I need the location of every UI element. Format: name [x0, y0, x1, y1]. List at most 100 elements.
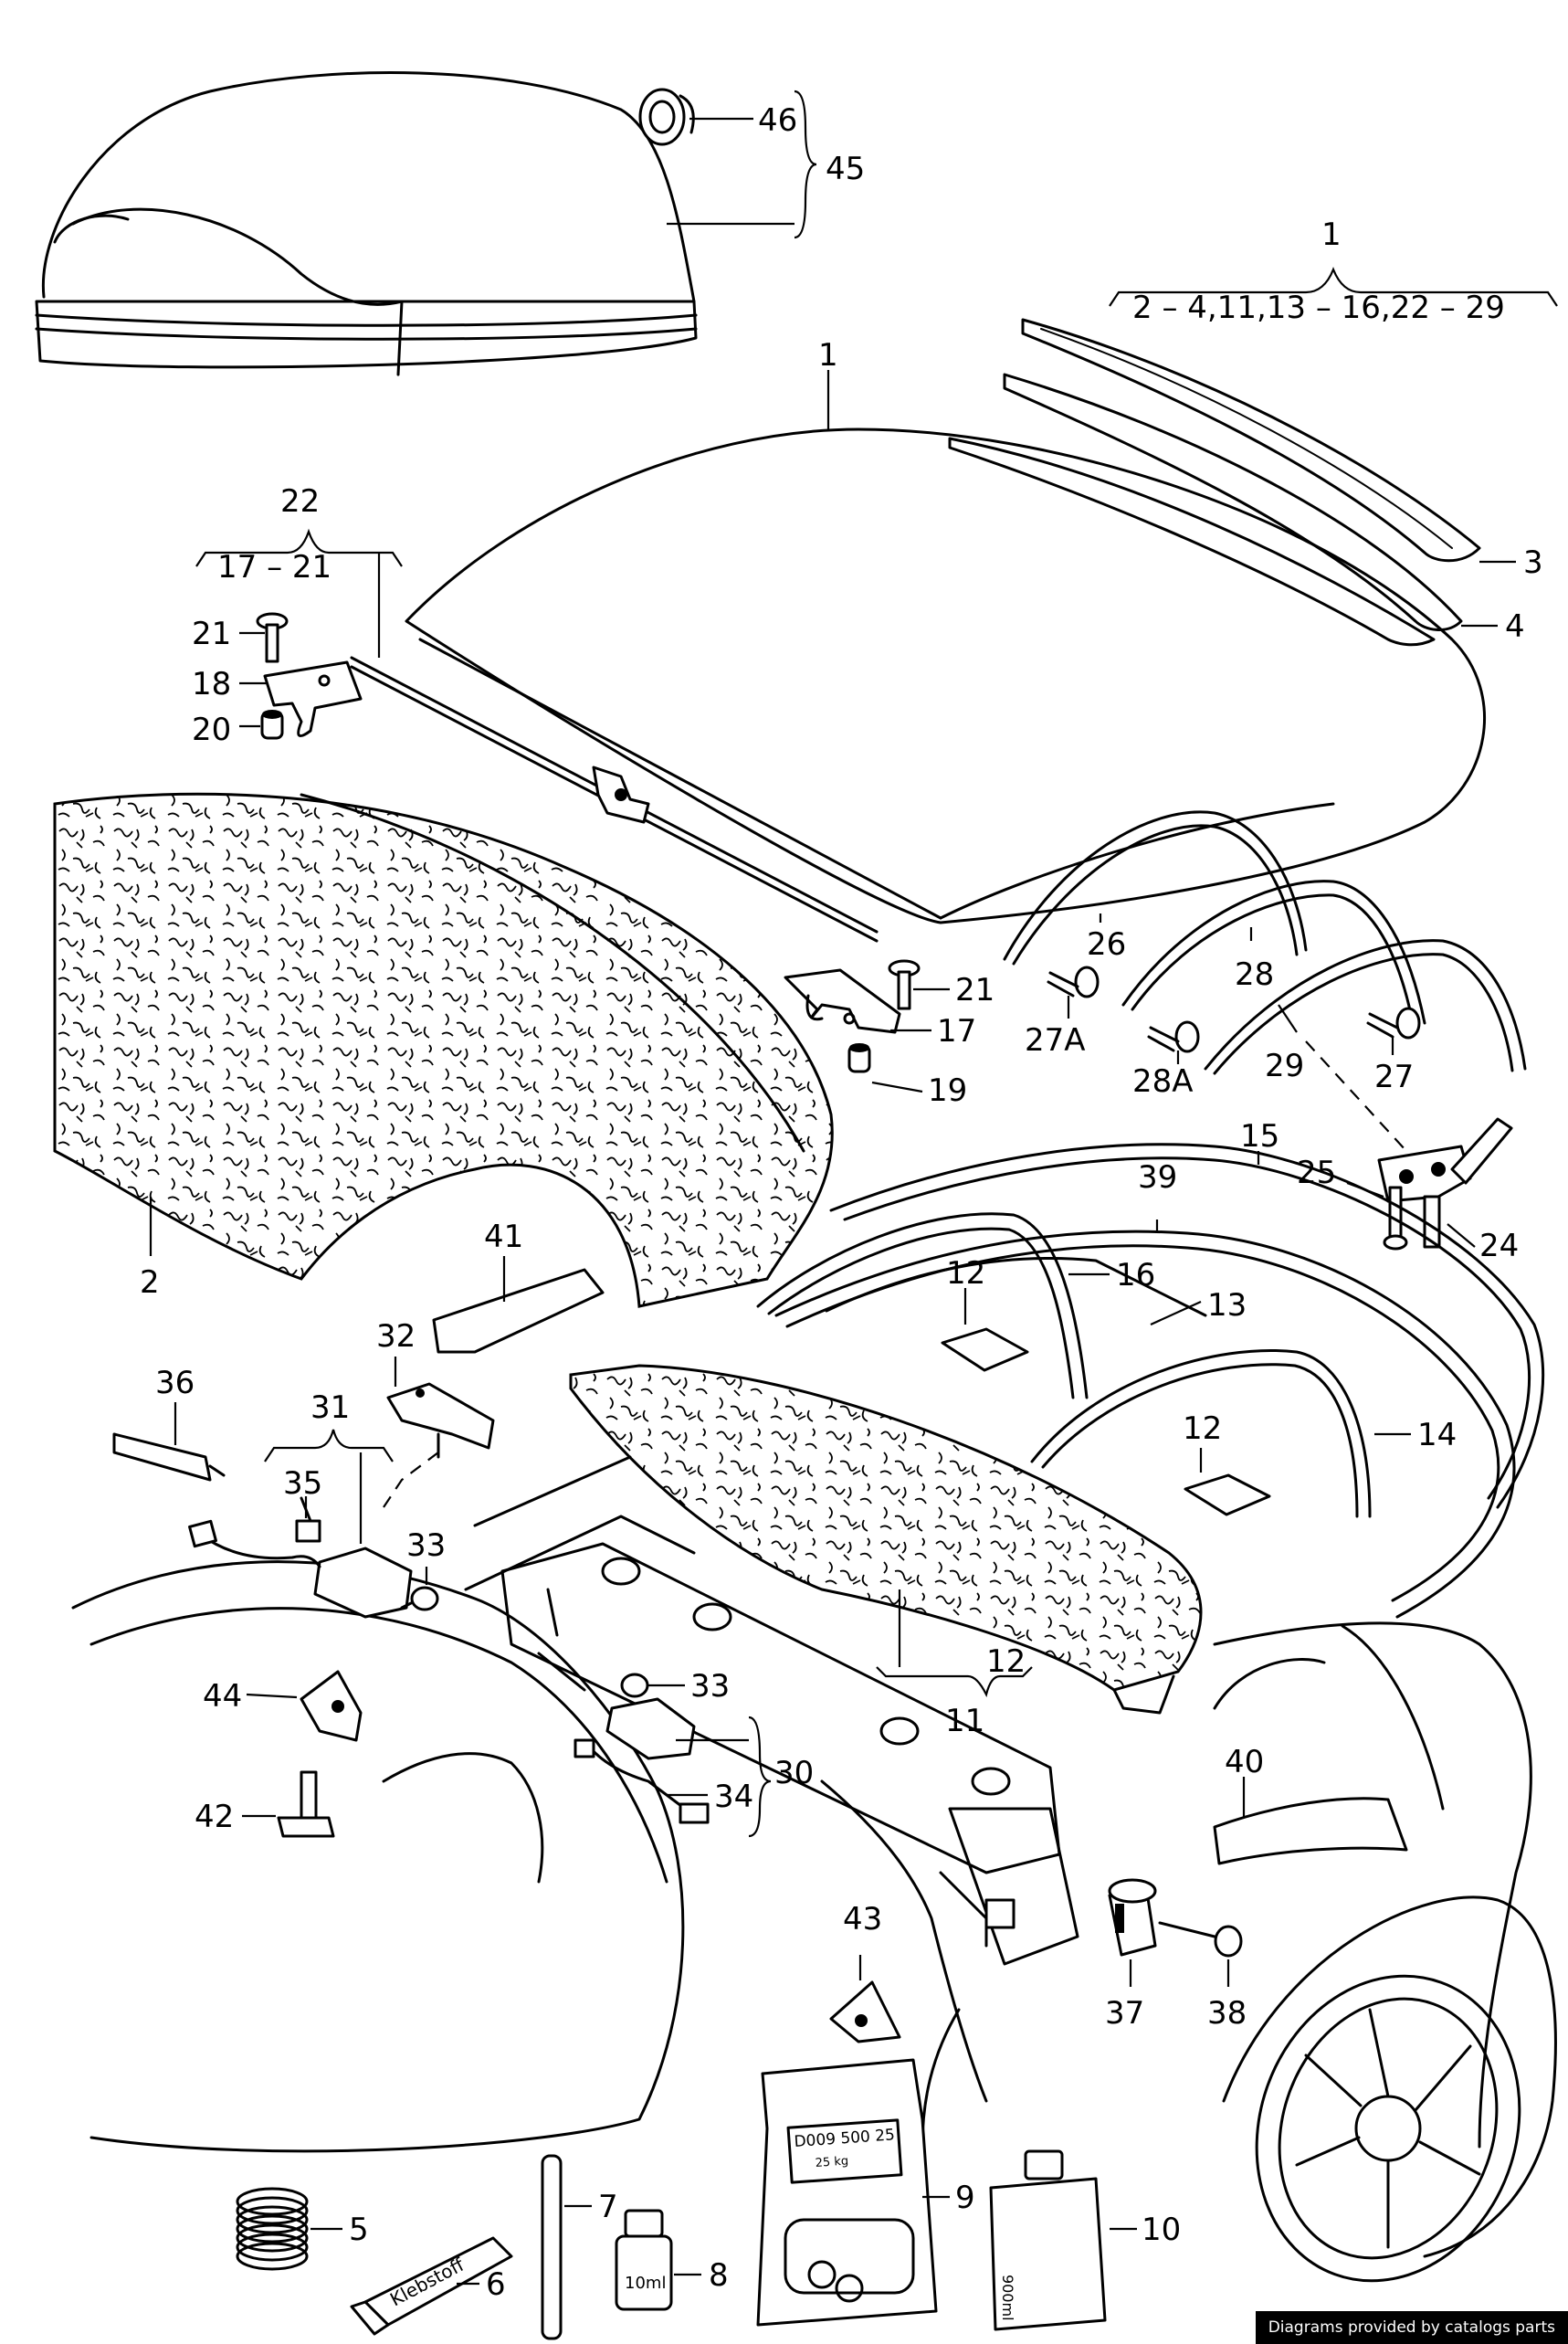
nut-20	[260, 710, 284, 740]
callout-21-top: 21	[192, 616, 231, 652]
callout-40: 40	[1225, 1744, 1264, 1780]
callout-17: 17	[937, 1013, 976, 1050]
callout-31: 31	[310, 1389, 350, 1426]
bottle-label-900ml: 900ml	[999, 2275, 1016, 2321]
callout-22-range: 17 – 21	[217, 549, 331, 586]
hinge-18	[263, 660, 363, 738]
grommet-46	[638, 88, 695, 146]
screw-27a	[1047, 966, 1100, 998]
screw-38	[1158, 1921, 1243, 1958]
seal-40	[1213, 1797, 1408, 1865]
seal-3	[1021, 318, 1481, 563]
callout-7: 7	[598, 2189, 618, 2225]
pivot-24	[1377, 1117, 1513, 1249]
credit-banner: Diagrams provided by catalogs parts	[1255, 2311, 1568, 2344]
bracket-32	[386, 1382, 495, 1459]
headliner	[53, 792, 834, 1308]
seal-inner	[948, 437, 1436, 647]
callout-4: 4	[1505, 608, 1525, 645]
pad-12-a	[941, 1327, 1029, 1372]
callout-28: 28	[1235, 956, 1274, 993]
callout-19: 19	[928, 1072, 967, 1109]
coil-5	[236, 2187, 309, 2271]
hinge-17	[784, 968, 901, 1034]
callout-21-lower: 21	[955, 972, 994, 1008]
callout-10: 10	[1142, 2212, 1181, 2248]
callout-5: 5	[349, 2212, 369, 2248]
pouch-9: D009 500 25 25 kg	[756, 2058, 938, 2327]
pad-12-b	[1184, 1473, 1271, 1516]
callout-27a: 27A	[1025, 1022, 1086, 1059]
callout-18: 18	[192, 666, 231, 702]
roof-panel	[405, 428, 1487, 924]
trim-44	[300, 1670, 363, 1742]
callout-1-top: 1	[1321, 216, 1342, 253]
callout-41: 41	[484, 1219, 523, 1255]
callout-36: 36	[155, 1365, 195, 1401]
callout-42: 42	[195, 1799, 234, 1835]
storage-bag	[35, 71, 698, 376]
callout-33-left: 33	[406, 1527, 446, 1564]
pin-42	[277, 1770, 335, 1838]
callout-22: 22	[280, 483, 320, 520]
callout-12-a: 12	[946, 1255, 985, 1292]
bolt-21-lower	[888, 959, 921, 1010]
frame-16	[756, 1212, 1089, 1399]
callout-39: 39	[1138, 1159, 1177, 1196]
lock-cable	[350, 656, 879, 943]
actuator-31	[188, 1519, 413, 1619]
trim-43	[829, 1980, 901, 2043]
callout-11: 11	[945, 1703, 984, 1739]
callout-28a: 28A	[1132, 1063, 1194, 1100]
switch-35	[295, 1496, 321, 1543]
callout-12-b: 12	[1183, 1410, 1222, 1447]
callout-2: 2	[140, 1264, 160, 1301]
callout-13: 13	[1207, 1287, 1247, 1324]
callout-34: 34	[714, 1779, 753, 1815]
bolt-21-top	[256, 612, 289, 663]
callout-15: 15	[1240, 1118, 1279, 1155]
callout-12-c: 12	[986, 1643, 1026, 1680]
frame-14	[1030, 1349, 1372, 1518]
bow-28	[1121, 880, 1426, 1029]
callout-38: 38	[1207, 1995, 1247, 2032]
callout-35: 35	[283, 1465, 322, 1502]
pouch-code-sub: 25 kg	[815, 2154, 848, 2170]
crossmember	[500, 1542, 1079, 1966]
callout-25: 25	[1297, 1155, 1336, 1191]
nut-19	[847, 1043, 871, 1073]
callout-27: 27	[1374, 1059, 1414, 1095]
bottle-label-10ml: 10ml	[625, 2274, 666, 2293]
latch-37	[1108, 1878, 1157, 1957]
wheel	[1222, 1895, 1557, 2283]
callout-9: 9	[955, 2180, 975, 2216]
bottle-10: 900ml	[989, 2149, 1107, 2331]
callout-26: 26	[1087, 926, 1126, 963]
callout-43: 43	[843, 1901, 882, 1937]
screw-33-right	[620, 1673, 649, 1698]
callout-44: 44	[203, 1678, 242, 1715]
screw-28a	[1147, 1020, 1200, 1053]
callout-29: 29	[1265, 1048, 1304, 1084]
callout-30: 30	[774, 1755, 814, 1791]
trim-41	[432, 1268, 605, 1354]
screw-27	[1366, 1007, 1421, 1040]
callout-1-range: 2 – 4,11,13 – 16,22 – 29	[1132, 290, 1505, 326]
callout-32: 32	[376, 1318, 416, 1355]
callout-6: 6	[486, 2266, 506, 2303]
frame-15	[829, 1143, 1545, 1509]
bow-26	[1003, 810, 1308, 966]
seal-4	[1003, 373, 1463, 631]
bow-29	[1204, 939, 1527, 1075]
callout-20: 20	[192, 712, 231, 748]
callout-14: 14	[1417, 1417, 1457, 1453]
actuator-30	[574, 1697, 710, 1824]
frame-13	[825, 1256, 1207, 1317]
callout-24: 24	[1479, 1228, 1519, 1264]
tube-36	[112, 1432, 226, 1482]
callout-1-roof: 1	[818, 337, 838, 374]
callout-46: 46	[758, 102, 797, 139]
callout-8: 8	[709, 2257, 729, 2294]
rod-7	[541, 2154, 563, 2340]
